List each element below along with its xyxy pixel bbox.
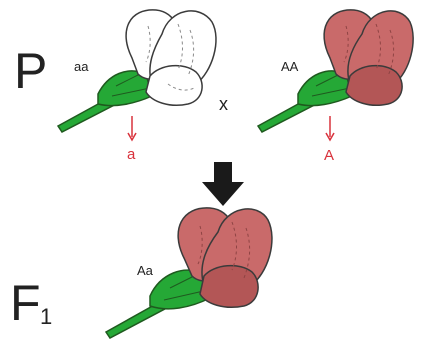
generation-label-p: P [14,43,47,99]
white-flower-keel [146,66,202,106]
generation-label-f: F [10,275,41,331]
red-gamete-label: A [324,147,334,164]
cross-symbol: x [219,94,228,114]
offspring-flower [106,208,272,338]
down-arrow-icon [202,162,244,206]
offspring-keel [200,266,258,308]
offspring-genotype: Aa [137,263,154,278]
white-parent-genotype: aa [74,59,89,74]
white-gamete-label: a [127,146,136,163]
generation-label-subscript: 1 [40,304,52,329]
red-parent-genotype: AA [281,59,299,74]
red-parent-keel [346,66,402,106]
